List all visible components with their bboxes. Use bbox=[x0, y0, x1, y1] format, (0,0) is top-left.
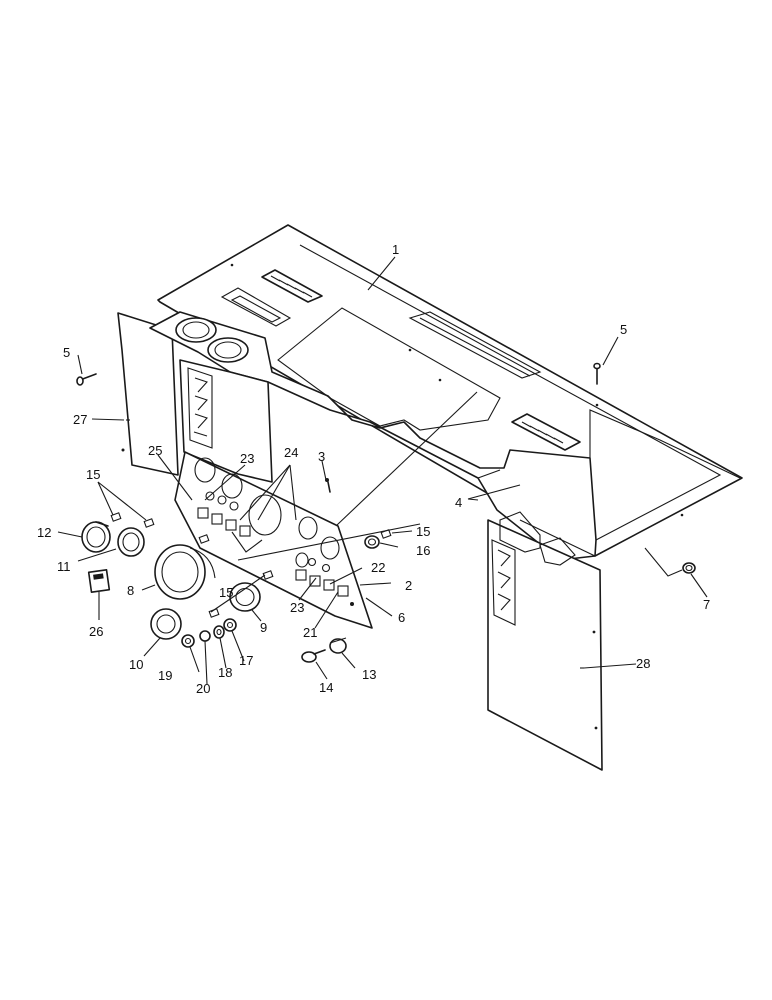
callout-23b: 23 bbox=[290, 600, 304, 615]
callout-23a: 23 bbox=[240, 451, 254, 466]
callout-8: 8 bbox=[127, 583, 134, 598]
callout-9: 9 bbox=[260, 620, 267, 635]
callout-12: 12 bbox=[37, 525, 51, 540]
callout-21: 21 bbox=[303, 625, 317, 640]
callout-1: 1 bbox=[392, 242, 399, 257]
instrument-panel bbox=[174, 451, 373, 629]
leader-lines bbox=[57, 256, 708, 685]
callout-2: 2 bbox=[405, 578, 412, 593]
right-side-panel bbox=[487, 511, 603, 771]
callout-7: 7 bbox=[703, 597, 710, 612]
callout-labels: 1 5 5 27 3 25 23 24 15 4 12 15 16 11 22 … bbox=[37, 242, 710, 696]
callout-3: 3 bbox=[318, 449, 325, 464]
callout-24: 24 bbox=[284, 445, 298, 460]
callout-10: 10 bbox=[129, 657, 143, 672]
left-vent-slats bbox=[270, 275, 313, 298]
callout-6: 6 bbox=[398, 610, 405, 625]
callout-19: 19 bbox=[158, 668, 172, 683]
callout-5b: 5 bbox=[620, 322, 627, 337]
mounting-lines bbox=[237, 391, 683, 577]
parts bbox=[76, 362, 696, 663]
callout-18: 18 bbox=[218, 665, 232, 680]
callout-22: 22 bbox=[371, 560, 385, 575]
callout-25: 25 bbox=[148, 443, 162, 458]
callout-15b: 15 bbox=[219, 585, 233, 600]
callout-15c: 15 bbox=[416, 524, 430, 539]
callout-26: 26 bbox=[89, 624, 103, 639]
callout-20: 20 bbox=[196, 681, 210, 696]
callout-27: 27 bbox=[73, 412, 87, 427]
right-vent-slats bbox=[521, 421, 564, 444]
callout-16: 16 bbox=[416, 543, 430, 558]
callout-5a: 5 bbox=[63, 345, 70, 360]
callout-14: 14 bbox=[319, 680, 333, 695]
callout-11: 11 bbox=[57, 559, 71, 574]
callout-4: 4 bbox=[455, 495, 462, 510]
callout-15a: 15 bbox=[86, 467, 100, 482]
callout-28: 28 bbox=[636, 656, 650, 671]
callout-17: 17 bbox=[239, 653, 253, 668]
left-pillar bbox=[179, 359, 273, 483]
callout-13: 13 bbox=[362, 667, 376, 682]
dashboard-top-panel bbox=[149, 224, 743, 561]
